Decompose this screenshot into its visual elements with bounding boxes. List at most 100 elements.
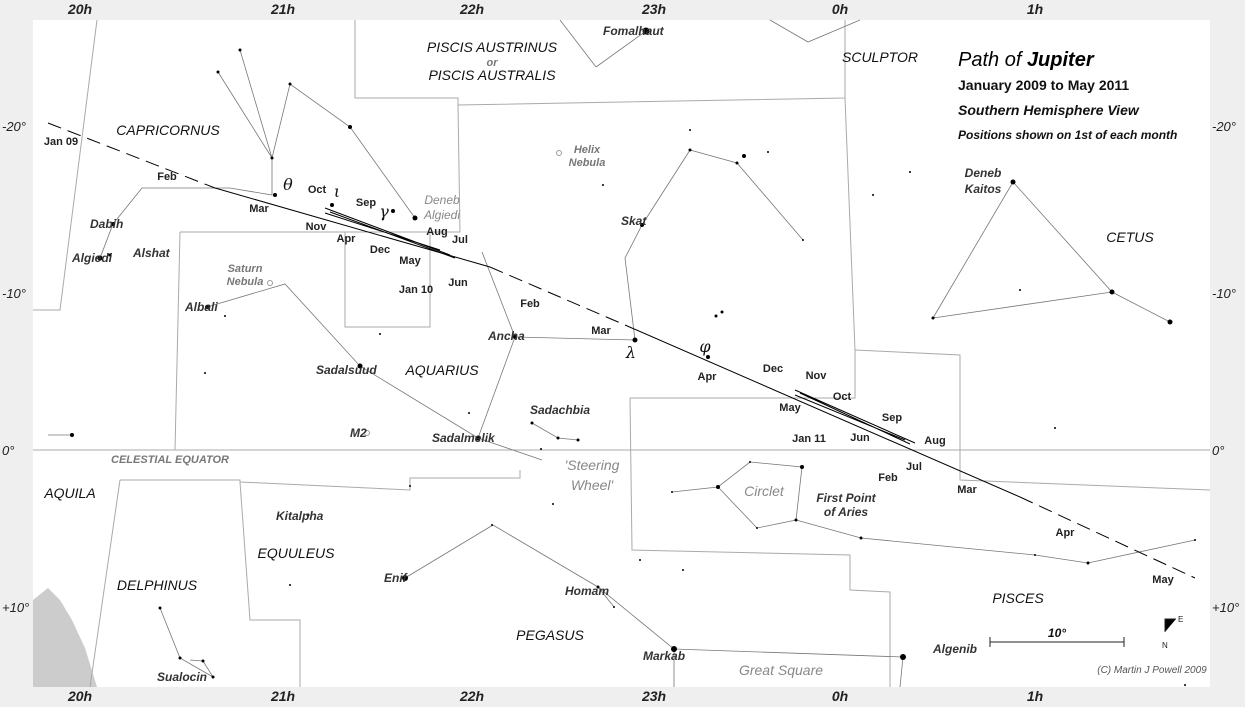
star-dot <box>491 524 493 526</box>
month-label: Jan 10 <box>399 284 433 296</box>
star-dot <box>706 355 710 359</box>
month-label: Sep <box>356 197 376 209</box>
star-dot <box>468 412 470 414</box>
ra-label-top: 1h <box>1027 1 1043 17</box>
star-dot <box>640 223 644 227</box>
star-dot <box>111 222 115 226</box>
star-dot <box>409 485 411 487</box>
star-dot <box>70 433 74 437</box>
constellation-name: AQUILA <box>43 485 95 501</box>
star-dot <box>720 310 724 314</box>
star-dot <box>688 148 692 152</box>
star-dot <box>671 646 677 652</box>
star-dot <box>714 314 718 318</box>
month-label: Dec <box>763 363 783 375</box>
dec-label-left: -20° <box>2 119 26 134</box>
star-dot <box>306 513 310 517</box>
star-dot <box>1019 289 1021 291</box>
compass-east: E <box>1178 615 1183 624</box>
star-dot <box>642 27 650 35</box>
deep-sky-object-icon <box>364 430 370 436</box>
star-dot <box>1054 427 1056 429</box>
star-dot <box>1086 561 1090 565</box>
scale-label: 10° <box>1048 626 1066 640</box>
star-dot <box>682 569 684 571</box>
deep-sky-label: Algiedi <box>423 208 460 222</box>
month-label: Oct <box>833 391 852 403</box>
copyright: (C) Martin J Powell 2009 <box>1097 665 1207 676</box>
month-label: Aug <box>924 435 945 447</box>
star-dot <box>330 203 334 207</box>
month-label: Jun <box>850 432 870 444</box>
month-label: Jul <box>452 234 468 246</box>
ra-label-bottom: 22h <box>459 688 484 704</box>
star-dot <box>1010 179 1016 185</box>
constellation-name: CETUS <box>1106 229 1154 245</box>
month-label: Jan 11 <box>792 433 826 445</box>
constellation-name: PISCIS AUSTRINUS <box>427 39 558 55</box>
constellation-name: EQUULEUS <box>257 545 335 561</box>
star-dot <box>288 82 292 86</box>
star-dot <box>1109 289 1115 295</box>
star-dot <box>348 125 352 129</box>
deep-sky-label: Deneb <box>424 193 460 207</box>
month-label: May <box>399 255 421 267</box>
star-dot <box>716 485 720 489</box>
star-dot <box>900 654 906 660</box>
star-dot <box>859 536 863 540</box>
star-dot <box>391 209 395 213</box>
positions-note: Positions shown on 1st of each month <box>958 128 1177 142</box>
month-label: Jul <box>906 461 922 473</box>
star-name: Sadalmelik <box>432 431 496 445</box>
milky-way-region <box>33 588 97 687</box>
star-dot <box>108 253 112 257</box>
dec-label-right: -10° <box>1212 286 1236 301</box>
month-label: Nov <box>306 221 328 233</box>
star-name: Kaitos <box>965 182 1002 196</box>
month-label: Apr <box>698 371 718 383</box>
star-dot <box>530 421 534 425</box>
chart-area <box>33 20 1210 687</box>
constellation-name: or <box>487 57 499 69</box>
star-dot <box>552 503 554 505</box>
dec-label-left: +10° <box>2 600 29 615</box>
month-label: Mar <box>249 203 269 215</box>
ra-label-bottom: 23h <box>641 688 666 704</box>
star-dot <box>201 659 205 663</box>
ra-label-bottom: 21h <box>270 688 295 704</box>
constellation-name: AQUARIUS <box>404 362 479 378</box>
ra-label-bottom: 20h <box>67 688 92 704</box>
star-dot <box>602 184 604 186</box>
compass-north: N <box>1162 641 1168 650</box>
dec-label-right: -20° <box>1212 119 1236 134</box>
star-dot <box>475 435 481 441</box>
star-name: Markab <box>643 649 685 663</box>
greek-letter: θ <box>283 175 293 194</box>
star-dot <box>749 461 751 463</box>
star-dot <box>596 585 600 589</box>
month-label: Aug <box>426 226 447 238</box>
scale-bar <box>989 618 1176 647</box>
star-name: Deneb <box>965 166 1002 180</box>
star-name: Sadalsuud <box>316 363 377 377</box>
deep-sky-label: Nebula <box>227 276 264 288</box>
star-dot <box>224 315 226 317</box>
star-dot <box>802 239 804 241</box>
month-label: May <box>1152 574 1174 586</box>
dec-label-right: 0° <box>1212 443 1224 458</box>
deep-sky-label: Saturn <box>228 263 263 275</box>
month-label: Apr <box>1056 527 1076 539</box>
asterism-name: Great Square <box>739 662 823 678</box>
deep-sky-label: Nebula <box>569 157 606 169</box>
asterism-name: 'Steering <box>565 457 620 473</box>
greek-letter: λ <box>625 343 636 362</box>
jupiter-path <box>47 122 1196 579</box>
asterism-name: Circlet <box>744 483 785 499</box>
star-dot <box>270 156 274 160</box>
star-dot <box>742 154 746 158</box>
star-name: of Aries <box>824 505 869 519</box>
star-dot <box>872 194 874 196</box>
celestial-equator-label: CELESTIAL EQUATOR <box>111 454 229 466</box>
star-name: M2 <box>350 426 367 440</box>
ra-label-top: 22h <box>459 1 484 17</box>
